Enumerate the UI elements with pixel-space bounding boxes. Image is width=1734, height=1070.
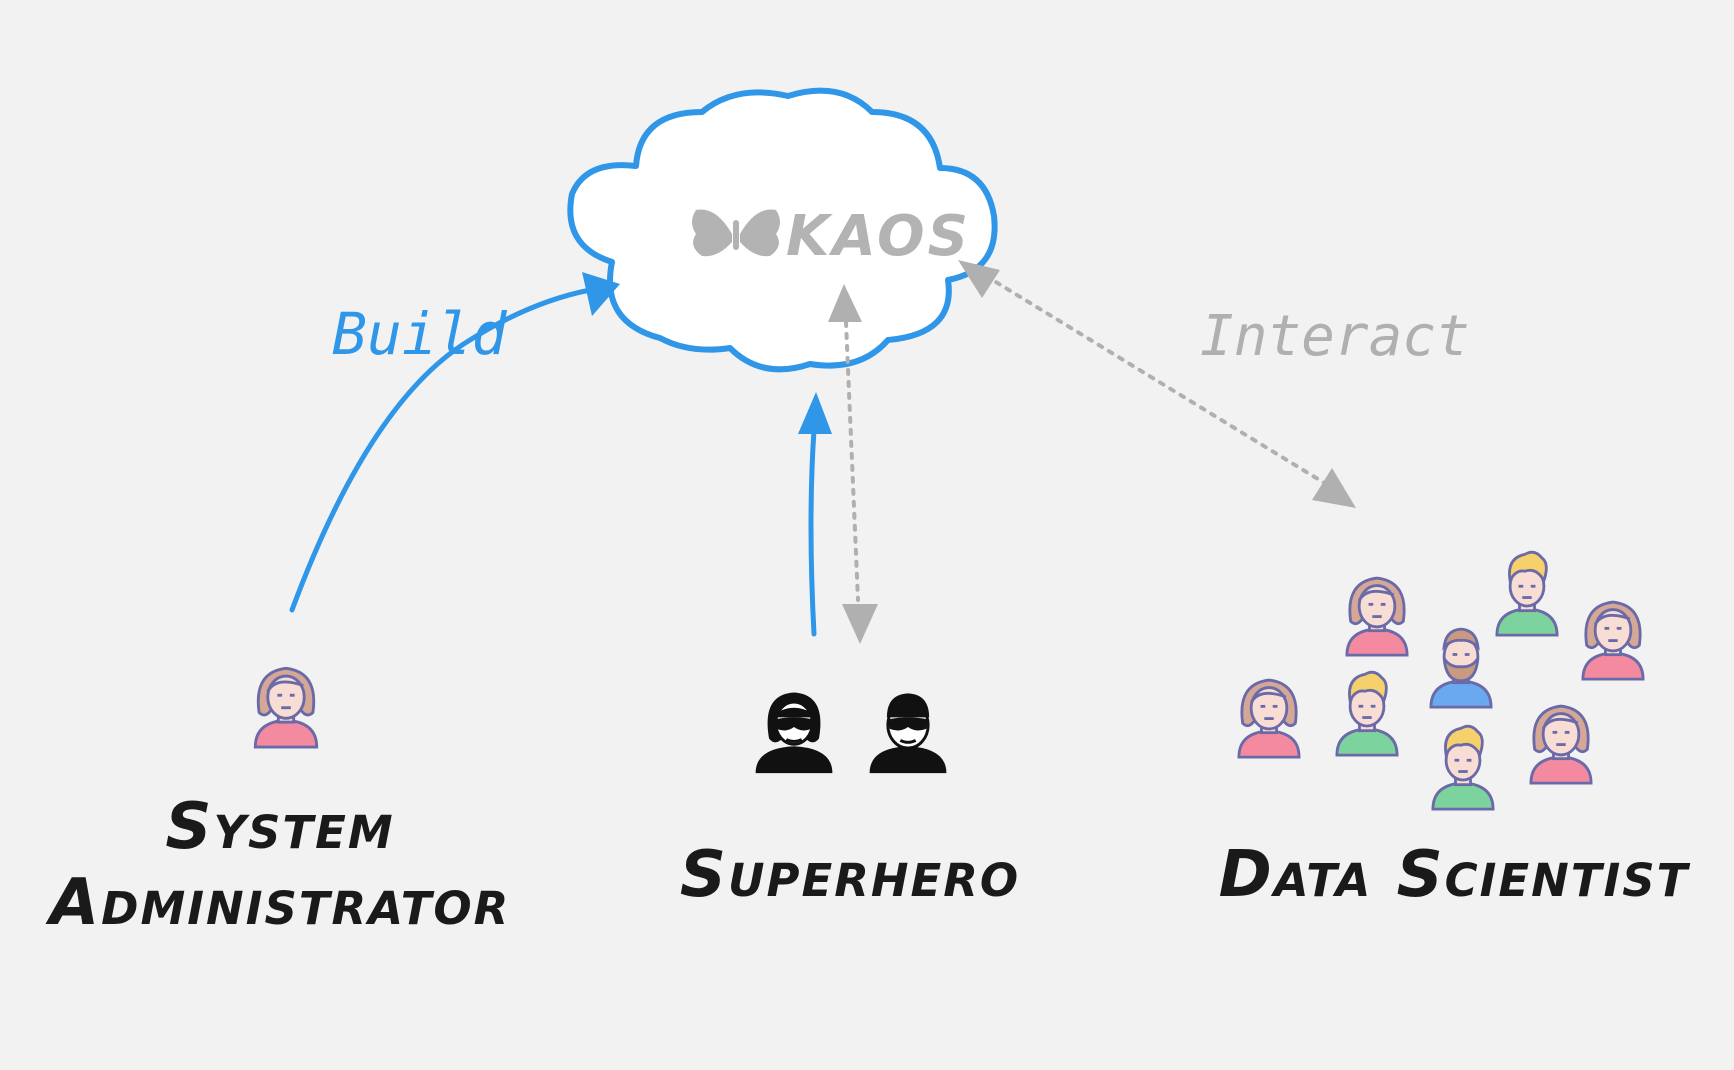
data-scientist-woman-icon <box>1581 600 1645 681</box>
data-scientist-man-icon <box>1495 550 1559 637</box>
sysadmin-label: System Administrator <box>20 790 540 941</box>
data-scientist-woman-icon <box>1237 678 1301 759</box>
data-scientist-woman-icon <box>1529 704 1593 785</box>
superhero-label: Superhero <box>679 838 1021 912</box>
superhero-arrow <box>808 427 817 637</box>
superhero-arrow-head <box>798 392 832 434</box>
sysadmin-label-line2: Administrator <box>49 865 511 940</box>
interact-dotted-head-top <box>958 260 1000 298</box>
data-scientist-woman-icon <box>1345 576 1409 657</box>
build-arrow <box>289 287 593 613</box>
data-scientist-man-icon <box>1335 670 1399 757</box>
sysadmin-label-line1: System <box>165 790 395 864</box>
data-scientist-man-icon <box>1431 724 1495 811</box>
build-label: Build <box>332 300 507 368</box>
superhero-dotted-head-top <box>828 284 862 322</box>
butterfly-icon <box>692 209 780 257</box>
kaos-logo-text: KAOS <box>786 204 971 269</box>
build-arrow-head <box>582 272 620 316</box>
masked-man-icon <box>868 691 948 775</box>
interact-label: Interact <box>1200 304 1470 369</box>
superhero-dotted-link <box>844 320 860 602</box>
sysadmin-avatar-icon <box>253 666 319 749</box>
data-scientist-bearded-man-icon <box>1429 627 1493 709</box>
interact-dotted-head-bottom <box>1312 468 1356 508</box>
data-scientist-group <box>1237 550 1645 811</box>
masked-woman-icon <box>754 690 834 775</box>
superhero-dotted-head-bottom <box>842 604 878 644</box>
data-scientist-label: Data Scientist <box>1218 838 1690 912</box>
kaos-cloud <box>567 87 998 373</box>
